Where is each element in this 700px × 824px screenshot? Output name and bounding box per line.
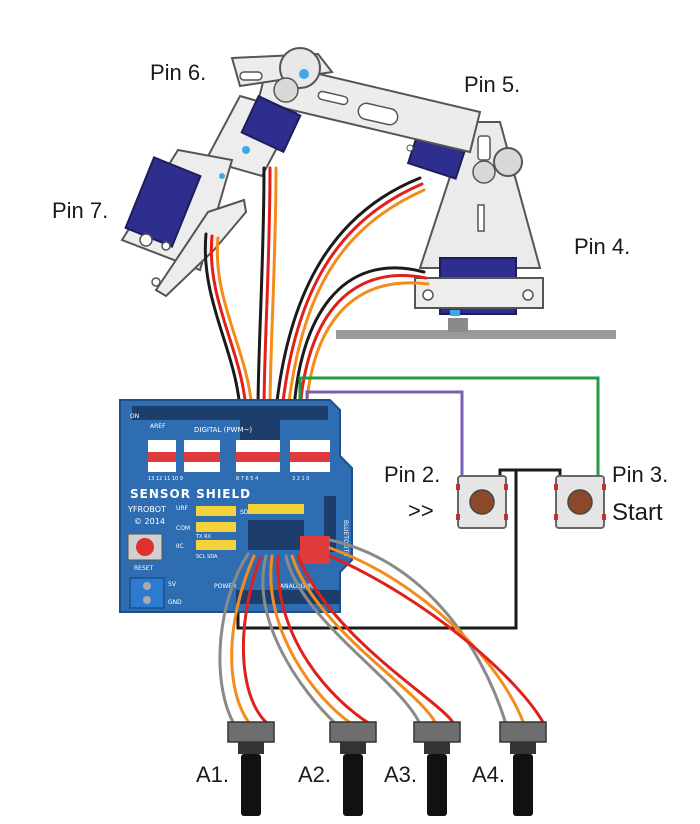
label-pin3: Pin 3.: [612, 462, 668, 487]
sd-label: SD: [240, 509, 249, 516]
label-pin6: Pin 6.: [150, 60, 206, 85]
label-pin3-sub: Start: [612, 499, 663, 526]
robot-arm: [120, 47, 544, 332]
label-pin4: Pin 4.: [574, 234, 630, 259]
label-a4: A4.: [472, 762, 505, 787]
board-title: SENSOR SHIELD: [130, 487, 251, 501]
reset-label: RESET: [134, 565, 154, 572]
label-a1: A1.: [196, 762, 229, 787]
potentiometer-a4[interactable]: [499, 721, 547, 816]
urf-label: URF: [176, 505, 189, 512]
board-maker: YFROBOT: [127, 505, 166, 514]
aref-label: AREF: [150, 423, 166, 430]
base-plate: [336, 330, 616, 339]
pin-numbers-left: 13 12 11 10 9: [148, 476, 183, 482]
iic-label: IIC: [176, 543, 184, 550]
bluetooth-label: BLUETOOTH: [342, 520, 349, 557]
label-a2: A2.: [298, 762, 331, 787]
txrx-label: TX RX: [195, 534, 212, 540]
label-a3: A3.: [384, 762, 417, 787]
analog-label: ANALOG IN: [280, 583, 313, 590]
label-pin5: Pin 5.: [464, 72, 520, 97]
potentiometer-a3[interactable]: [413, 721, 461, 816]
button-pin3[interactable]: [554, 475, 606, 529]
pin-numbers-right: 3 2 1 0: [292, 476, 310, 482]
com-headers: [196, 504, 304, 550]
gnd-label: GND: [168, 599, 182, 606]
potentiometer-wires: [218, 538, 546, 726]
servo-pin6: [240, 94, 302, 154]
digital-headers: [148, 440, 330, 472]
servo-wires: [203, 166, 430, 412]
potentiometer-a1[interactable]: [227, 721, 275, 816]
board-year: © 2014: [134, 517, 165, 526]
pin-numbers-mid: 8 7 6 5 4: [236, 476, 258, 482]
five-v-label: 5V: [168, 581, 177, 588]
label-pin7: Pin 7.: [52, 198, 108, 223]
button-pin2[interactable]: [456, 475, 508, 529]
digital-label: DIGITAL (PWM~): [194, 426, 252, 434]
com-label: COM: [176, 525, 190, 532]
label-pin2: Pin 2.: [384, 462, 440, 487]
on-label: ON: [130, 413, 139, 420]
label-pin2-sub: >>: [408, 498, 434, 523]
power-label: POWER: [214, 583, 236, 590]
potentiometer-a2[interactable]: [329, 721, 377, 816]
sclsda-label: SCL SDA: [196, 554, 218, 560]
